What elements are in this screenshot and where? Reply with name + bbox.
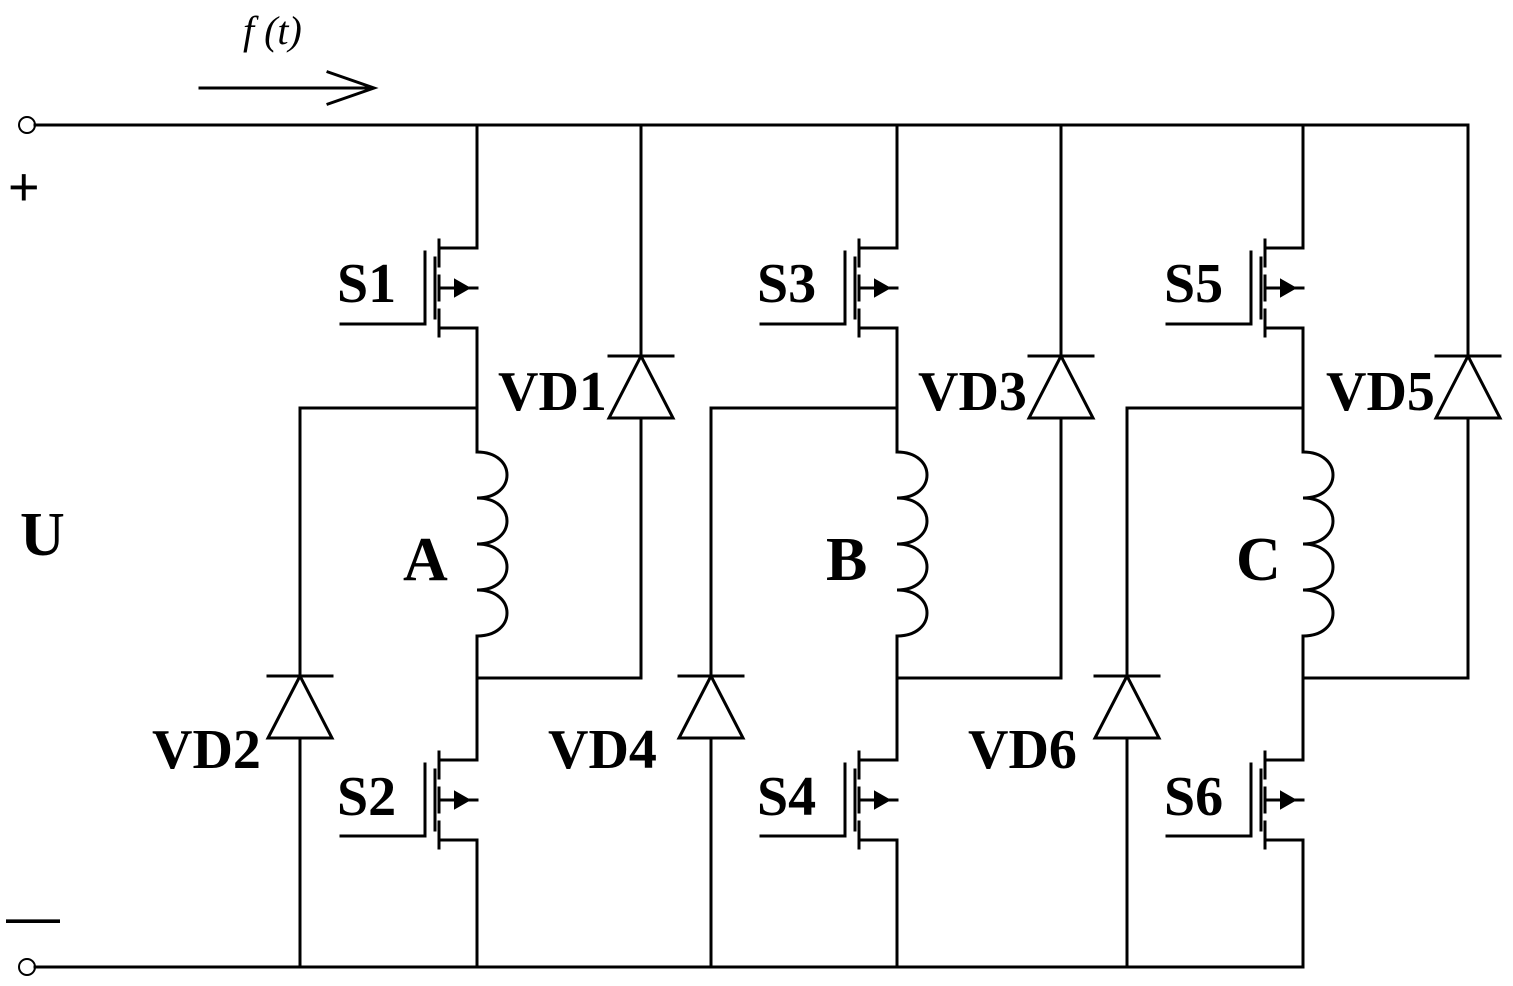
phase-legs: S1VD1A S2 VD2 S3VD3B S4 VD4 S5VD5C S6 VD6 [152,125,1500,967]
label-winding-c: C [1236,526,1281,594]
phase-leg-a: S1VD1A S2 VD2 [152,125,673,967]
label-s5: S5 [1164,253,1223,315]
diode-vd4 [679,676,743,738]
diode-vd6 [1095,676,1159,738]
winding-b [897,452,927,636]
label-vd5: VD5 [1326,361,1435,423]
plus-sign: + [8,157,40,217]
label-vd6: VD6 [968,719,1077,781]
label-vd1: VD1 [498,361,607,423]
winding-a [477,452,507,636]
label-s2: S2 [337,766,396,828]
label-winding-a: A [403,526,448,594]
negative-terminal [19,959,35,975]
diode-vd5 [1436,356,1500,418]
label-s3: S3 [757,253,816,315]
label-s4: S4 [757,766,816,828]
flow-label: f (t) [243,8,302,53]
supply: + — U f (t) [6,8,1468,975]
label-s6: S6 [1164,766,1223,828]
diode-vd2 [268,676,332,738]
label-vd4: VD4 [548,719,657,781]
phase-leg-b: S3VD3B S4 VD4 [548,125,1093,967]
label-s1: S1 [337,253,396,315]
label-vd2: VD2 [152,719,261,781]
label-vd3: VD3 [918,361,1027,423]
voltage-label: U [20,501,65,569]
diode-vd3 [1029,356,1093,418]
winding-c [1303,452,1333,636]
flow-arrow [200,72,374,104]
phase-leg-c: S5VD5C S6 VD6 [968,125,1500,967]
label-winding-b: B [826,526,867,594]
minus-sign: — [6,887,60,947]
diode-vd1 [609,356,673,418]
positive-terminal [19,117,35,133]
